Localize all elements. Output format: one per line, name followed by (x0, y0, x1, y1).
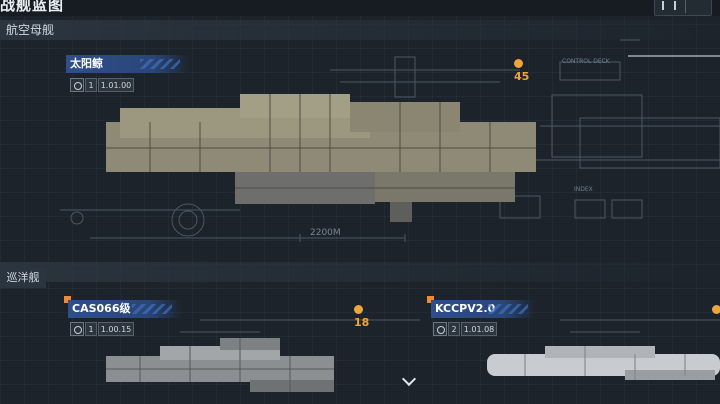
new-indicator (427, 296, 434, 303)
name-stripes (132, 304, 172, 314)
filter-button[interactable] (654, 0, 712, 16)
ship-image-cas066 (106, 338, 334, 392)
level-row: 2 1.01.08 (433, 322, 503, 336)
new-indicator (64, 296, 71, 303)
ship-version: 1.01.08 (461, 322, 497, 336)
ship-image-kccpv (487, 346, 720, 380)
ship-version: 1.01.00 (98, 78, 134, 92)
blueprint-tag: CONTROL DECK (562, 58, 610, 65)
globe-icon (433, 322, 447, 336)
ship-cost (712, 303, 720, 316)
ship-level: 1 (85, 322, 97, 336)
category-label: 航空母舰 (6, 23, 55, 37)
cost-value: 45 (514, 70, 530, 83)
category-label: 巡洋舰 (6, 271, 40, 284)
top-bar: 战舰蓝图 (0, 0, 720, 16)
menu-icon (662, 1, 676, 10)
category-band (0, 262, 720, 282)
ship-version: 1.00.15 (98, 322, 134, 336)
globe-icon (70, 322, 84, 336)
name-stripes (140, 59, 180, 69)
cost-value: 18 (354, 316, 370, 329)
level-row: 1 1.00.15 (70, 322, 140, 336)
ship-image-carrier (106, 94, 536, 222)
currency-icon (354, 305, 363, 314)
ship-level: 2 (448, 322, 460, 336)
blueprint-tag: INDEX (574, 186, 593, 193)
name-stripes (488, 304, 528, 314)
page-title: 战舰蓝图 (0, 0, 65, 14)
level-row: 1 1.01.00 (70, 78, 140, 92)
ship-level: 1 (85, 78, 97, 92)
currency-icon (514, 59, 523, 68)
category-header-carrier: 航空母舰 (0, 20, 720, 40)
ship-type-icon (70, 78, 84, 92)
ship-cost: 45 (514, 57, 529, 83)
divider (685, 0, 686, 13)
ship-cost: 18 (354, 303, 369, 329)
category-header-cruiser: 巡洋舰 (0, 268, 46, 288)
currency-icon (712, 305, 720, 314)
length-dimension-label: 2200M (310, 228, 341, 238)
